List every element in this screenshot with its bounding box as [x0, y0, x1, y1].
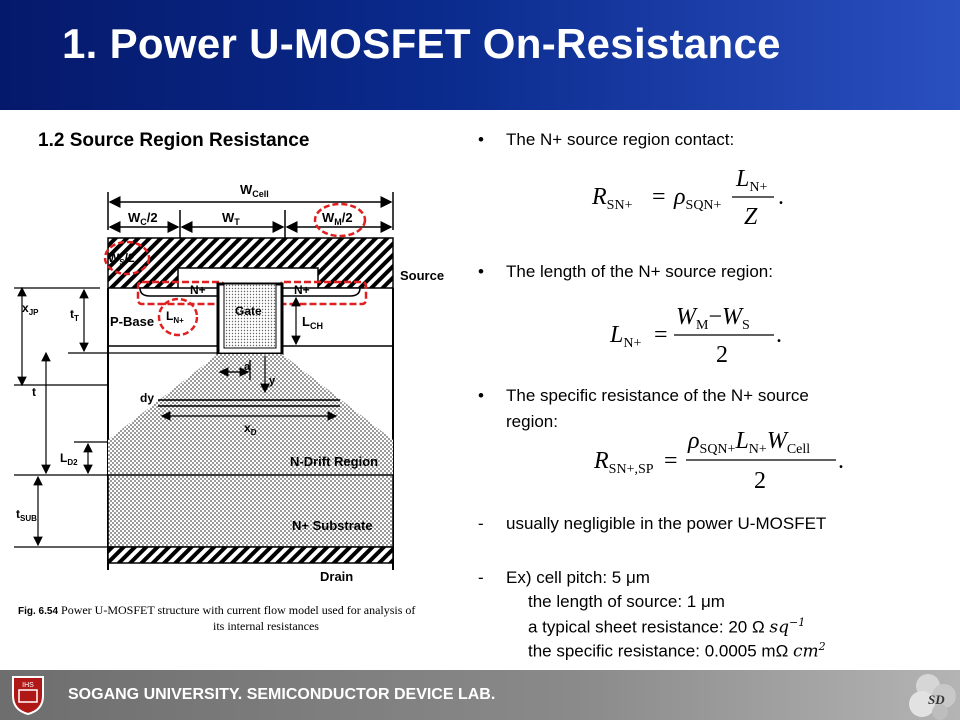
wm2-label: WM/2 — [322, 210, 353, 227]
dash-text: usually negligible in the power U-MOSFET — [506, 514, 827, 533]
svg-text:=: = — [654, 322, 668, 348]
example-specific-exp: 2 — [818, 640, 826, 653]
dash-example: - Ex) cell pitch: 5 μm — [478, 568, 650, 588]
xd-label: xD — [244, 421, 257, 437]
ln-highlight — [157, 297, 199, 337]
eq3-lhs: RSN+,SP — [593, 448, 654, 477]
eq1-den: Z — [744, 204, 758, 230]
dy-label: dy — [140, 391, 154, 405]
university-shield-icon: IHS — [12, 676, 44, 716]
gate-label: Gate — [235, 304, 262, 318]
figure-caption: Fig. 6.54 Power U-MOSFET structure with … — [18, 603, 468, 634]
source-label: Source — [400, 268, 444, 283]
dash-marker: - — [478, 514, 484, 533]
example-sheet-text: a typical sheet resistance: 20 Ω — [528, 617, 765, 637]
caption-line-1: Power U-MOSFET structure with current fl… — [61, 603, 416, 617]
mosfet-figure: WCell WC/2 WT WM/2 Source WS/2 N+ N+ Gat… — [0, 170, 470, 640]
tsub-label: tSUB — [16, 507, 37, 523]
eq3-den: 2 — [754, 468, 766, 494]
ld2-label: LD2 — [60, 451, 78, 467]
svg-text:=: = — [652, 184, 666, 210]
drain-label: Drain — [320, 569, 353, 584]
ws2-highlight — [103, 240, 151, 276]
ln-label: LN+ — [166, 309, 184, 325]
eq1-rho: ρSQN+ — [673, 184, 722, 213]
example-specific-resistance: the specific resistance: 0.0005 mΩ cm2 — [528, 640, 826, 662]
footer-bar: IHS SOGANG UNIVERSITY. SEMICONDUCTOR DEV… — [0, 670, 960, 720]
bullet-text: The N+ source region contact: — [506, 130, 735, 149]
mosfet-diagram: WCell WC/2 WT WM/2 Source WS/2 N+ N+ Gat… — [14, 182, 444, 584]
eq1-lhs: RSN+ — [591, 184, 633, 213]
nplus-left-label: N+ — [190, 283, 206, 297]
eq3-num: ρSQN+LN+WCell — [687, 428, 810, 457]
svg-text:.: . — [838, 448, 844, 474]
y-label: y — [269, 375, 276, 387]
wt-label: WT — [222, 210, 240, 227]
bullet-text: The specific resistance of the N+ source — [506, 386, 809, 405]
footer-text: SOGANG UNIVERSITY. SEMICONDUCTOR DEVICE … — [68, 686, 496, 703]
example-source-length: the length of source: 1 μm — [528, 592, 725, 611]
ws2-label: WS/2 — [108, 251, 135, 267]
wc2-label: WC/2 — [128, 210, 158, 227]
dash-marker: - — [478, 568, 484, 587]
dash-negligible: - usually negligible in the power U-MOSFE… — [478, 514, 826, 534]
wcell-label: WCell — [240, 182, 269, 199]
bullet-specific: • The specific resistance of the N+ sourc… — [478, 386, 809, 406]
bullet-text-continued: region: — [506, 412, 558, 431]
example-specific-unit: cm — [793, 641, 819, 662]
substrate-region — [107, 474, 394, 548]
bullet-marker: • — [478, 130, 484, 149]
example-sheet-exp: −1 — [789, 616, 806, 629]
tt-label: tT — [70, 307, 79, 323]
equation-2: LN+ = WM−WS 2 . — [609, 304, 782, 368]
equation-1: RSN+ = ρSQN+ LN+ Z . — [591, 166, 784, 230]
pbase-label: P-Base — [110, 314, 154, 329]
gate-poly — [223, 283, 277, 349]
bullet-marker: • — [478, 262, 484, 281]
t-label: t — [32, 385, 36, 399]
bullet-text: The length of the N+ source region: — [506, 262, 773, 281]
shield-text: IHS — [22, 682, 34, 689]
example-sheet-resistance: a typical sheet resistance: 20 Ω sq−1 — [528, 616, 805, 638]
xjp-label: xJP — [22, 301, 39, 317]
a-label: a — [244, 361, 251, 373]
drain-metal — [107, 546, 394, 564]
title-bar: 1. Power U-MOSFET On-Resistance — [0, 0, 960, 110]
bullet-contact: • The N+ source region contact: — [478, 130, 734, 150]
svg-text:.: . — [778, 184, 784, 210]
eq2-den: 2 — [716, 342, 728, 368]
lch-label: LCH — [302, 314, 323, 331]
nplus-right-label: N+ — [294, 283, 310, 297]
equation-3: RSN+,SP = ρSQN+LN+WCell 2 . — [593, 428, 844, 494]
substrate-label: N+ Substrate — [292, 518, 373, 533]
lab-logo-icon: SD — [909, 674, 956, 720]
slide-title: 1. Power U-MOSFET On-Resistance — [62, 20, 781, 67]
svg-text:=: = — [664, 448, 678, 474]
source-metal — [107, 237, 394, 289]
eq2-lhs: LN+ — [609, 322, 641, 351]
example-specific-text: the specific resistance: 0.0005 mΩ — [528, 641, 789, 661]
eq2-num: WM−WS — [676, 304, 750, 333]
bullet-length: • The length of the N+ source region: — [478, 262, 773, 282]
example-sheet-unit: sq — [769, 617, 790, 638]
svg-text:.: . — [776, 322, 782, 348]
bullet-marker: • — [478, 386, 484, 405]
drift-label: N-Drift Region — [290, 454, 378, 469]
caption-line-2: its internal resistances — [213, 619, 319, 633]
wm2-highlight — [313, 202, 367, 238]
lab-logo-text: SD — [928, 692, 945, 707]
dash-text: Ex) cell pitch: 5 μm — [506, 568, 650, 587]
eq1-num: LN+ — [735, 166, 767, 195]
section-subtitle: 1.2 Source Region Resistance — [38, 130, 310, 151]
caption-label: Fig. 6.54 — [18, 606, 59, 617]
